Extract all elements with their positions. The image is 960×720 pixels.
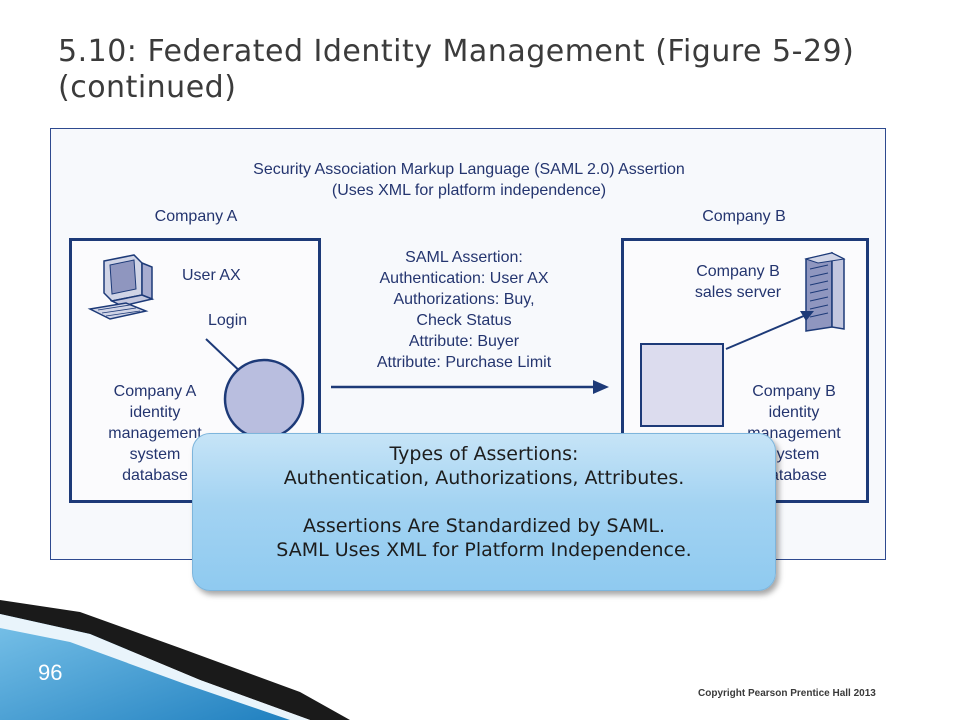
callout-spacer (193, 490, 775, 514)
sales-server-label: Company B sales server (674, 261, 802, 303)
company-b-system-line: database (761, 467, 827, 484)
figure-header-line-2: (Uses XML for platform independence) (331, 182, 607, 199)
company-b-system-line: Company B (752, 383, 836, 400)
company-a-system-label: Company A identity management system dat… (96, 381, 214, 486)
slide-title: 5.10: Federated Identity Management (Fig… (58, 34, 938, 106)
saml-assertion-text: SAML Assertion: Authentication: User AX … (351, 247, 577, 373)
company-a-system-line: system (129, 446, 181, 463)
decorative-swoosh (0, 600, 350, 720)
company-a-system-line: Company A (113, 383, 197, 400)
company-a-system-line: management (108, 425, 202, 442)
company-a-system-line: database (122, 467, 188, 484)
assertion-arrow (331, 380, 609, 394)
user-ax-label: User AX (182, 267, 241, 284)
assertion-line: Attribute: Purchase Limit (376, 354, 552, 371)
computer-icon (87, 254, 155, 320)
callout-line-2: Authentication, Authorizations, Attribut… (283, 467, 685, 489)
company-a-label: Company A (154, 208, 238, 225)
slide-number: 96 (38, 660, 63, 685)
assertion-line: Attribute: Buyer (408, 333, 520, 350)
company-a-system-line: identity (129, 404, 181, 421)
sales-server-line: Company B (696, 263, 780, 280)
company-b-label: Company B (702, 208, 786, 225)
assertion-line: Authorizations: Buy, (393, 291, 535, 308)
figure-header-line-1: Security Association Markup Language (SA… (253, 161, 685, 178)
figure-header: Security Association Markup Language (SA… (51, 159, 887, 201)
slide-title-line-2: (continued) (58, 70, 237, 105)
sales-server-line: sales server (694, 284, 782, 301)
company-b-system-line: system (768, 446, 820, 463)
server-arrow (725, 311, 814, 350)
slide-title-line-1: 5.10: Federated Identity Management (Fig… (58, 34, 855, 69)
callout-line-1: Types of Assertions: (389, 443, 579, 465)
assertion-callout: Types of Assertions: Authentication, Aut… (192, 433, 776, 591)
assertion-line: Authentication: User AX (379, 270, 549, 287)
identity-system-circle (223, 358, 305, 440)
login-label: Login (208, 312, 248, 329)
callout-line-3: Assertions Are Standardized by SAML. (302, 515, 665, 537)
company-b-system-line: identity (768, 404, 820, 421)
callout-line-4: SAML Uses XML for Platform Independence. (276, 539, 692, 561)
assertion-line: SAML Assertion: (405, 249, 523, 266)
copyright-notice: Copyright Pearson Prentice Hall 2013 (698, 688, 876, 699)
identity-system-square (640, 343, 724, 427)
assertion-line: Check Status (416, 312, 512, 329)
